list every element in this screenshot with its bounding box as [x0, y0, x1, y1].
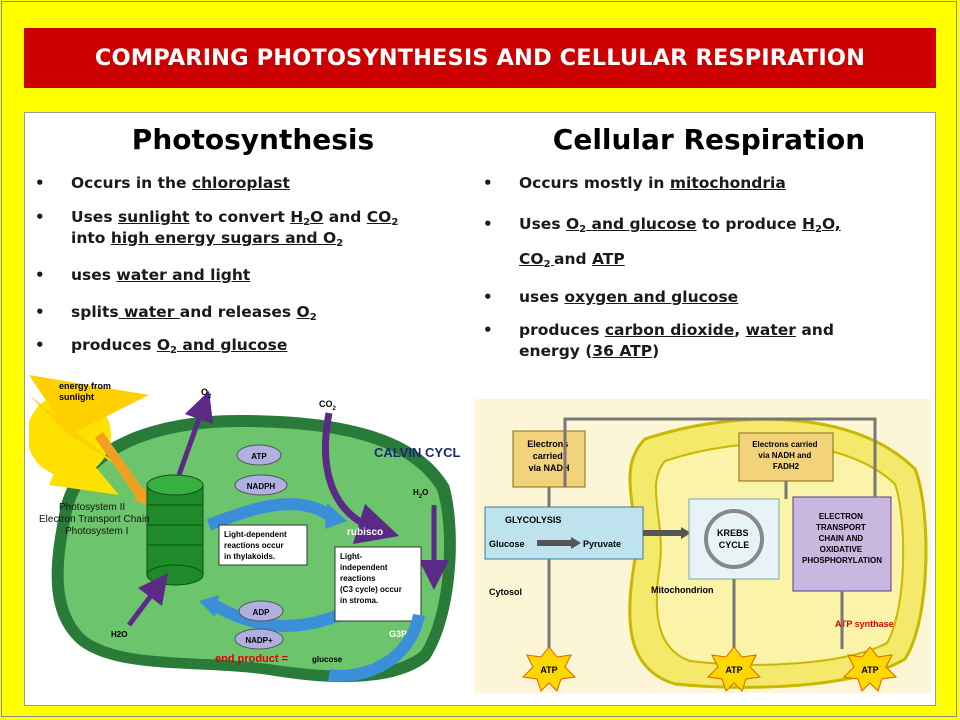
mitochondria-diagram: Electrons carried via NADH Electrons car… [475, 399, 931, 693]
respiration-heading: Cellular Respiration [552, 123, 866, 156]
atp-burst-2: ATP [706, 646, 762, 692]
co2-label: CO2 [319, 399, 337, 412]
atp-synthase-label: ATP synthase [835, 619, 894, 629]
co2-arrow [322, 412, 400, 545]
list-item: Uses sunlight to convert H2O and CO2into… [35, 207, 455, 249]
photosynthesis-heading: Photosynthesis [131, 123, 375, 156]
glucose-arrow [328, 613, 425, 682]
svg-text:ATP: ATP [861, 665, 878, 675]
respiration-list: Occurs mostly in mitochondria Uses O2 an… [483, 173, 923, 362]
cytosol-label: Cytosol [489, 587, 522, 597]
h2o-bottom-label: H2O [111, 630, 127, 639]
glucose-label: Glucose [489, 539, 525, 549]
atp-label: ATP [251, 452, 267, 461]
nadph-label: NADPH [247, 482, 276, 491]
list-item: Uses O2 and glucose to produce H2O,CO2 a… [483, 207, 923, 277]
photosystem-labels: Photosystem II Electron Transport Chain … [39, 502, 152, 537]
etc-box: ELECTRON TRANSPORT CHAIN AND OXIDATIVE P… [802, 512, 882, 565]
photosynthesis-list: Occurs in the chloroplast Uses sunlight … [35, 173, 455, 356]
calvin-cycle-label: CALVIN CYCLE [374, 445, 461, 460]
glucose-label: glucose [312, 655, 343, 664]
thylakoid-stack [146, 474, 204, 586]
mitochondrion-label: Mitochondrion [651, 585, 714, 595]
svg-text:ATP: ATP [725, 665, 742, 675]
title-banner: COMPARING PHOTOSYNTHESIS AND CELLULAR RE… [24, 28, 936, 88]
light-independent-box: Light- independent reactions (C3 cycle) … [340, 552, 404, 605]
h2o-top-label: H2O [413, 488, 428, 500]
o2-label: O2 [201, 387, 212, 400]
end-product-label: end product = [215, 653, 288, 665]
sunlight-arrow [94, 432, 146, 498]
list-item: Occurs mostly in mitochondria [483, 173, 923, 194]
pyruvate-label: Pyruvate [583, 539, 621, 549]
energy-flow-arrow [206, 498, 333, 531]
list-item: uses water and light [35, 265, 455, 286]
list-item: uses oxygen and glucose [483, 287, 923, 308]
adp-label: ADP [253, 608, 271, 617]
content-panel: Photosynthesis Occurs in the chloroplast… [24, 112, 936, 706]
list-item: produces carbon dioxide, water andenergy… [483, 320, 923, 362]
h2o-in-arrow [127, 573, 168, 627]
flow-lines [547, 417, 877, 649]
page-title: COMPARING PHOTOSYNTHESIS AND CELLULAR RE… [94, 45, 866, 71]
nadp-label: NADP+ [245, 636, 273, 645]
light-dependent-box: Light-dependent reactions occur in thyla… [224, 530, 289, 561]
svg-text:ATP: ATP [540, 665, 557, 675]
sun-icon [29, 375, 149, 495]
atp-burst-3: ATP [842, 646, 898, 692]
electrons-fadh-box: Electrons carried via NADH and FADH2 [752, 440, 820, 471]
g3p-label: G3P [389, 629, 407, 639]
list-item: Occurs in the chloroplast [35, 173, 455, 194]
list-item: splits water and releases O2 [35, 302, 455, 323]
krebs-cycle-label: KREBS CYCLE [717, 528, 751, 550]
list-item: produces O2 and glucose [35, 335, 455, 356]
o2-arrow [176, 390, 214, 476]
electrons-nadh-box: Electrons carried via NADH [527, 439, 571, 473]
glycolysis-label: GLYCOLYSIS [505, 515, 561, 525]
atp-burst-1: ATP [521, 646, 577, 692]
rubisco-label: rubisco [347, 527, 383, 538]
return-flow-arrow [211, 599, 342, 632]
